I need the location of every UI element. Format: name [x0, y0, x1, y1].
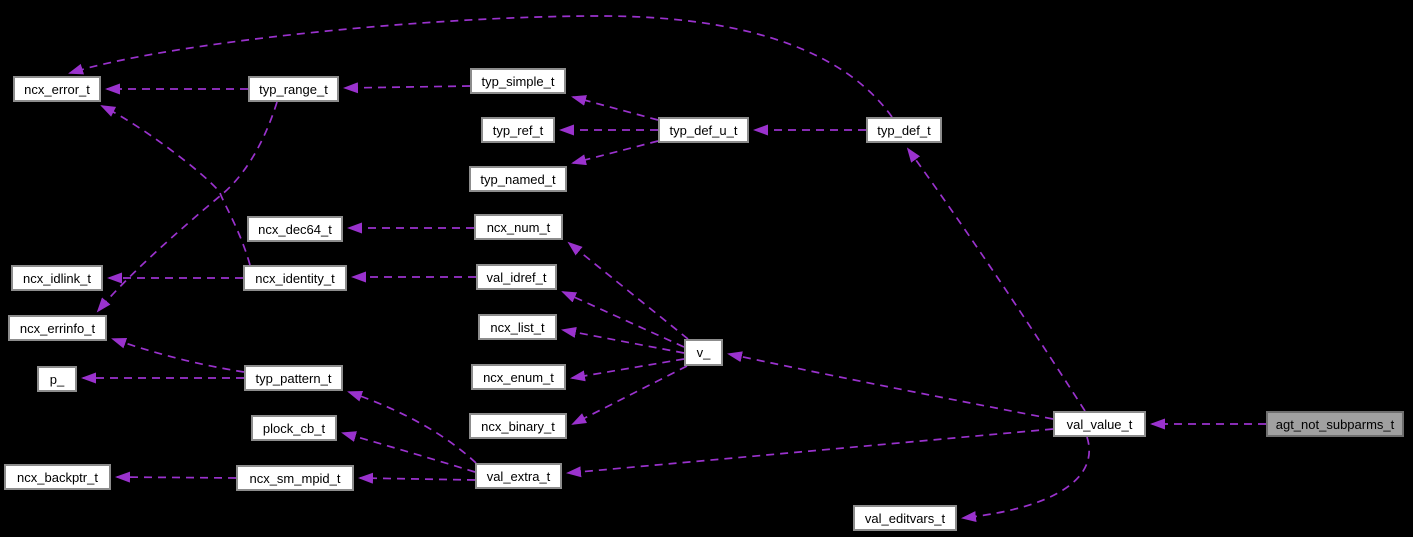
graph-node-typ_ref_t[interactable]: typ_ref_t	[481, 117, 555, 143]
edge-typ_def_t-to-ncx_error_t	[68, 15, 893, 118]
graph-node-ncx_list_t[interactable]: ncx_list_t	[478, 314, 557, 340]
graph-node-ncx_binary_t[interactable]: ncx_binary_t	[469, 413, 567, 439]
graph-node-plock_cb_t[interactable]: plock_cb_t	[251, 415, 337, 441]
edge-val_extra_t-to-ncx_sm_mpid_t	[358, 472, 476, 484]
graph-node-ncx_enum_t[interactable]: ncx_enum_t	[471, 364, 566, 390]
graph-node-ncx_backptr_t[interactable]: ncx_backptr_t	[4, 464, 111, 490]
graph-node-val_idref_t[interactable]: val_idref_t	[476, 264, 557, 290]
edge-typ_simple_t-to-typ_range_t	[343, 82, 471, 94]
edge-val_extra_t-to-plock_cb_t	[341, 431, 476, 473]
edge-val_value_t-to-val_extra_t	[566, 428, 1054, 478]
edge-typ_def_u_t-to-typ_simple_t	[571, 95, 659, 121]
graph-node-val_editvars_t[interactable]: val_editvars_t	[853, 505, 957, 531]
graph-node-typ_def_t[interactable]: typ_def_t	[866, 117, 942, 143]
edge-v_-to-val_idref_t	[561, 291, 685, 348]
graph-node-ncx_sm_mpid_t[interactable]: ncx_sm_mpid_t	[236, 465, 354, 491]
edge-v_-to-ncx_enum_t	[570, 358, 685, 382]
graph-node-v_[interactable]: v_	[684, 339, 723, 366]
graph-node-val_value_t[interactable]: val_value_t	[1053, 411, 1146, 437]
graph-node-val_extra_t[interactable]: val_extra_t	[475, 463, 562, 489]
graph-node-typ_named_t[interactable]: typ_named_t	[469, 166, 567, 192]
edge-val_value_t-to-val_editvars_t	[961, 436, 1090, 523]
edge-val_value_t-to-typ_def_t	[906, 147, 1086, 412]
edge-val_value_t-to-v_	[727, 351, 1054, 420]
edge-v_-to-ncx_binary_t	[571, 365, 688, 425]
edge-val_extra_t-to-typ_pattern_t	[347, 391, 477, 464]
graph-node-ncx_error_t[interactable]: ncx_error_t	[13, 76, 101, 102]
edge-v_-to-ncx_num_t	[567, 241, 689, 340]
edge-ncx_sm_mpid_t-to-ncx_backptr_t	[115, 471, 237, 483]
graph-node-ncx_errinfo_t[interactable]: ncx_errinfo_t	[8, 315, 107, 341]
graph-node-ncx_idlink_t[interactable]: ncx_idlink_t	[11, 265, 103, 291]
graph-node-typ_pattern_t[interactable]: typ_pattern_t	[244, 365, 343, 391]
graph-node-ncx_identity_t[interactable]: ncx_identity_t	[243, 265, 347, 291]
graph-node-p_[interactable]: p_	[37, 366, 77, 392]
graph-node-typ_range_t[interactable]: typ_range_t	[248, 76, 339, 102]
graph-node-typ_simple_t[interactable]: typ_simple_t	[470, 68, 566, 94]
edge-typ_range_t-to-ncx_errinfo_t	[96, 101, 278, 313]
graph-node-ncx_dec64_t[interactable]: ncx_dec64_t	[247, 216, 343, 242]
edge-ncx_identity_t-to-ncx_error_t	[100, 105, 251, 266]
graph-node-typ_def_u_t[interactable]: typ_def_u_t	[658, 117, 749, 143]
edge-typ_pattern_t-to-ncx_errinfo_t	[111, 338, 245, 373]
edge-typ_def_u_t-to-typ_named_t	[571, 140, 659, 166]
graph-node-agt_not_subparms_t: agt_not_subparms_t	[1266, 411, 1404, 437]
edge-v_-to-ncx_list_t	[561, 327, 685, 354]
graph-node-ncx_num_t[interactable]: ncx_num_t	[474, 214, 563, 240]
